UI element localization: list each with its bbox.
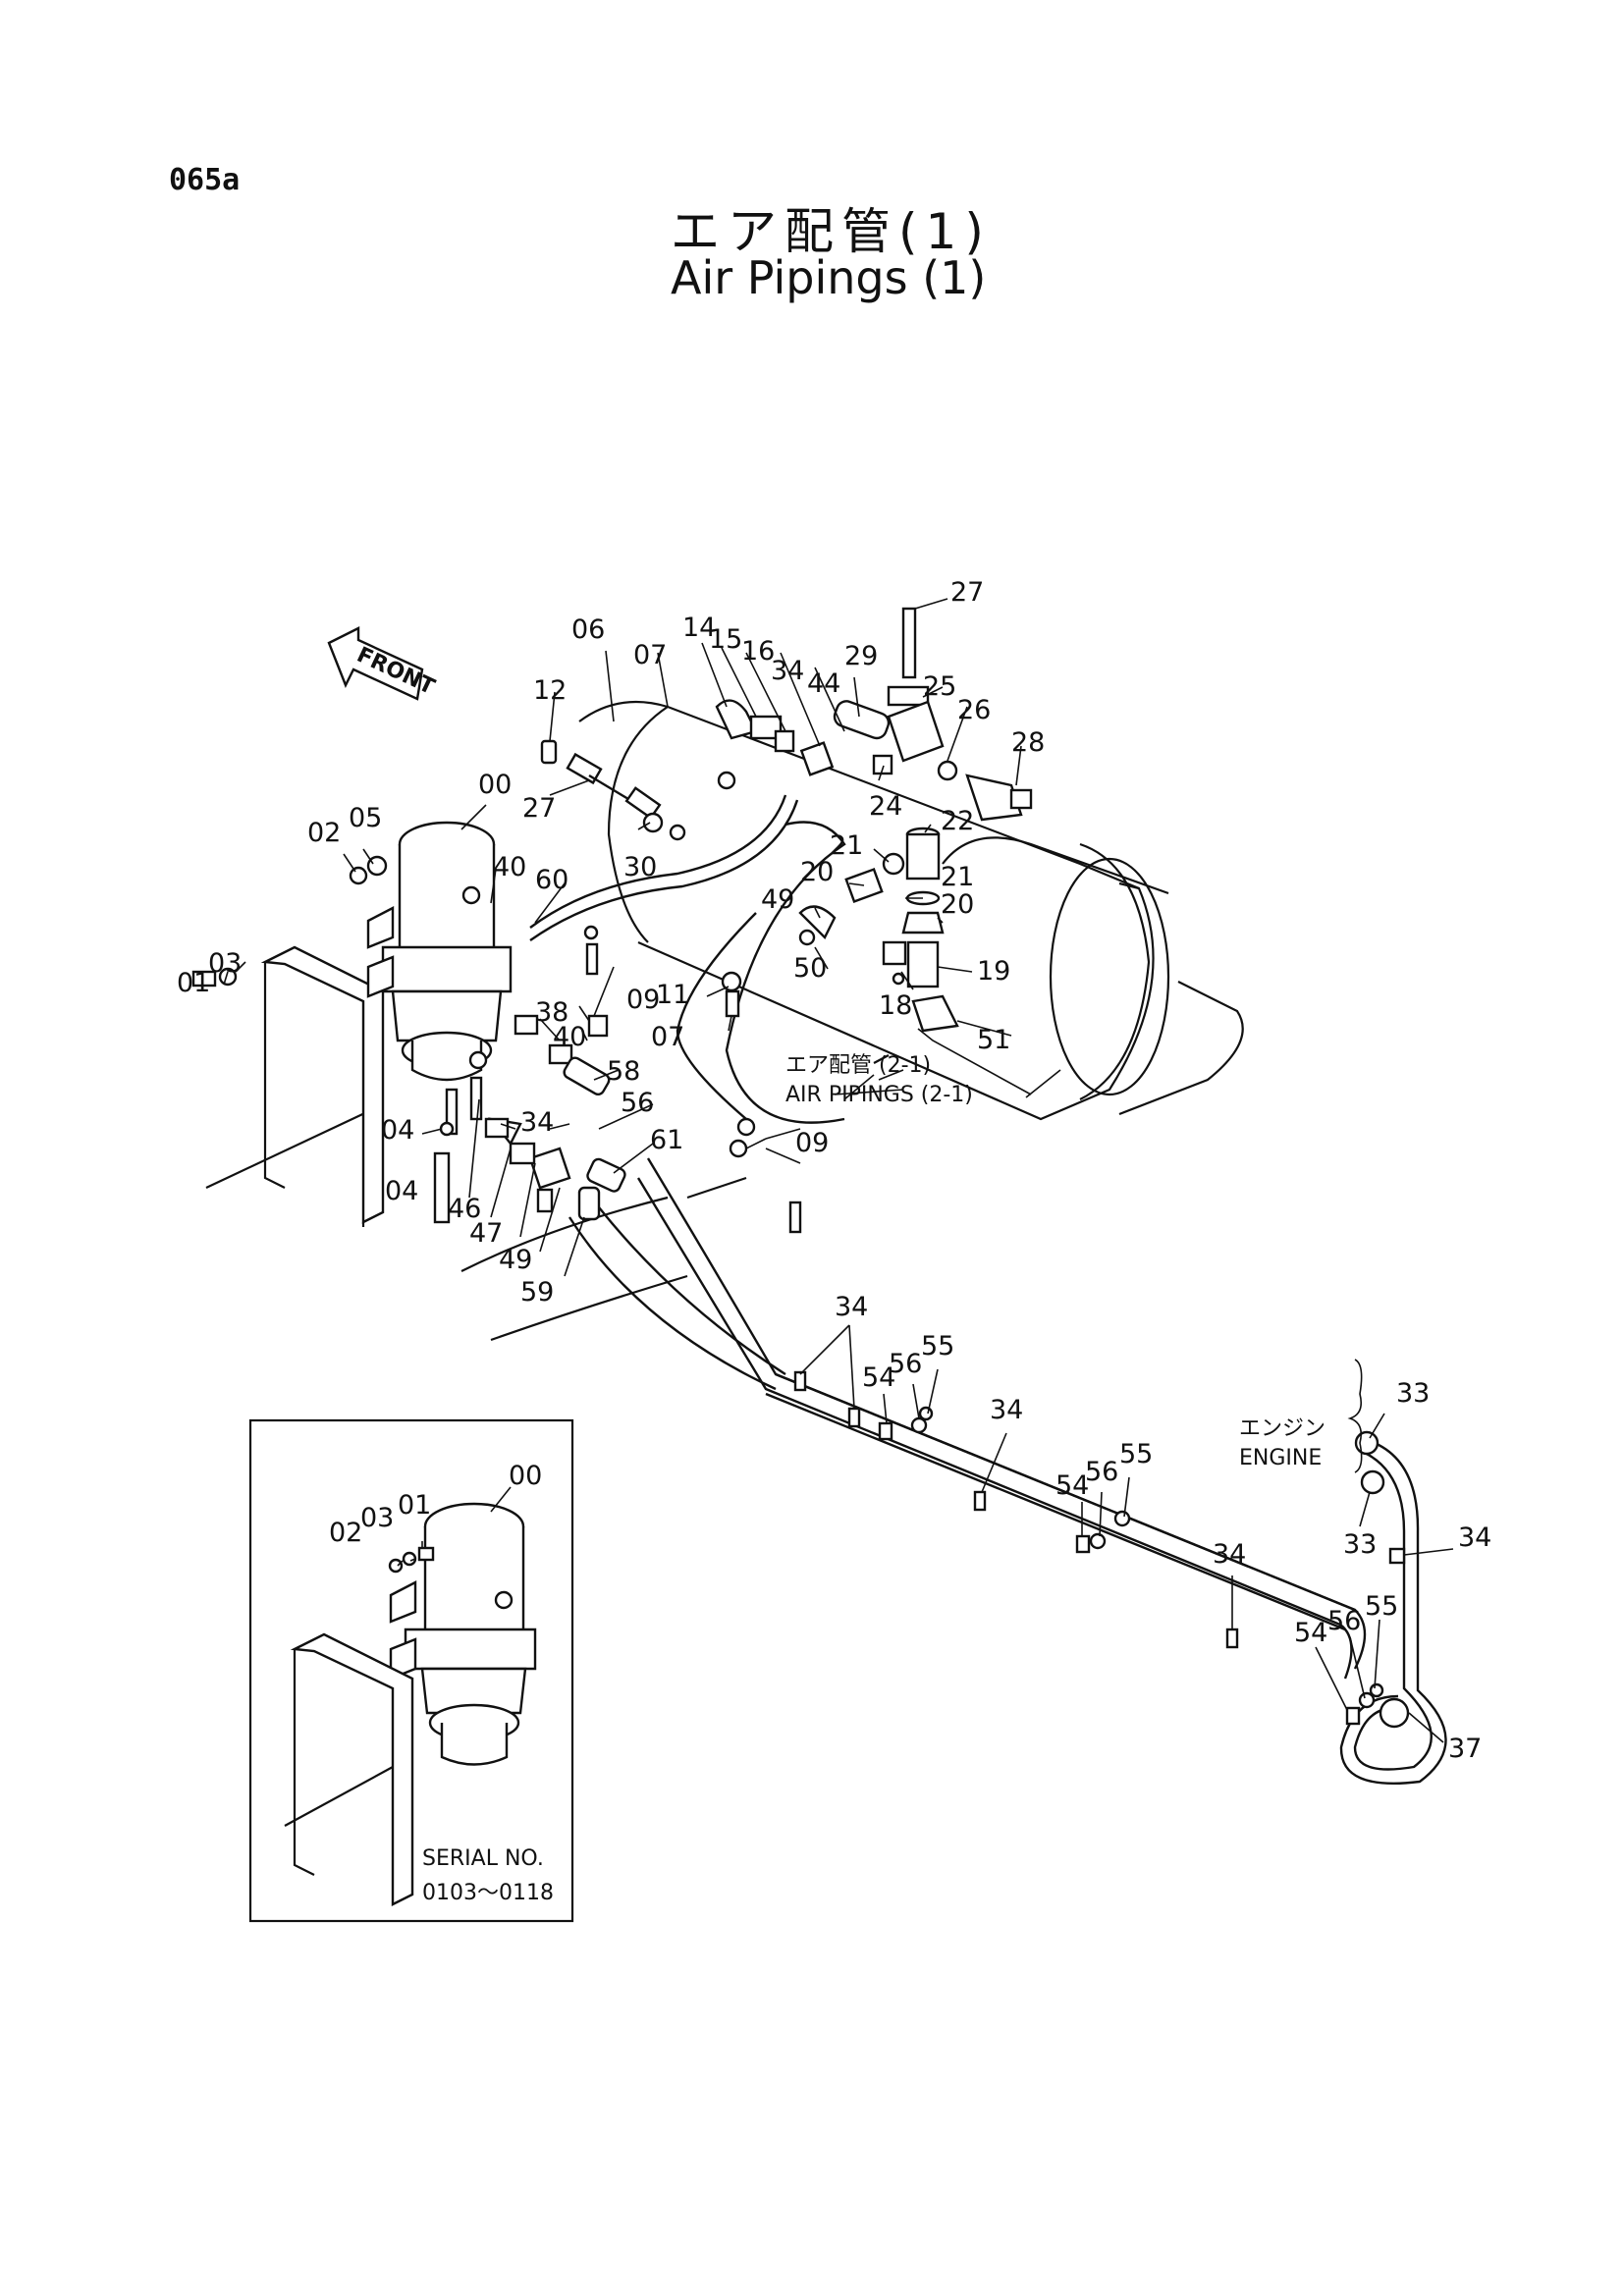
callout-54-1: 54 [862,1362,895,1393]
callout-33-bottom: 33 [1343,1529,1377,1560]
engine-label-en: ENGINE [1239,1446,1322,1470]
callout-34-lower2: 34 [990,1395,1023,1425]
callout-46: 49 [499,1245,532,1275]
callout-16: 16 [741,636,775,667]
callout-30: 30 [623,852,657,882]
callout-44: 46 [448,1194,481,1224]
leader-lines [223,598,1454,1743]
callout-28: 28 [1011,727,1045,758]
callout-09-right: 09 [795,1128,829,1158]
inset-callout-00: 00 [509,1461,542,1491]
ref-note-en: AIR PIPINGS (2-1) [785,1083,973,1107]
secondary-tank [942,836,1244,1116]
callout-11: 11 [656,980,689,1010]
callout-19: 19 [977,956,1010,987]
callout-58: 58 [607,1056,640,1087]
callout-45: 47 [469,1218,503,1249]
callout-49: 49 [761,884,794,915]
page-code: 065a [169,163,241,197]
callout-05: 04 [381,1115,414,1146]
callout-15: 15 [709,624,742,655]
ref-note-jp: エア配管 (2-1) [785,1053,931,1078]
air-tank [578,700,1170,1121]
air-pipes [529,794,1447,1786]
callout-06: 05 [349,803,382,833]
callout-29: 29 [844,641,878,671]
callout-08-mid: 07 [651,1022,684,1052]
callout-27-mid: 27 [522,793,556,824]
notes: エア配管 (2-1) AIR PIPINGS (2-1) エンジン ENGINE… [422,1053,1325,1905]
front-arrow: FRONT [327,626,438,701]
callout-42: 44 [807,668,840,699]
callout-12: 12 [533,675,567,706]
inset-serial-label: SERIAL NO. [422,1846,544,1871]
callout-14: 14 [682,613,716,643]
inset-callout-02: 02 [329,1518,362,1548]
inset-serial-range: 0103～0118 [422,1881,554,1905]
frame-rails [205,1108,747,1342]
air-dryer [366,821,513,1082]
callout-56-2: 56 [1085,1457,1118,1487]
callout-61: 61 [650,1125,683,1155]
callout-34-lower3: 34 [1213,1539,1246,1570]
callout-56-1: 56 [889,1349,922,1379]
callout-00: 00 [478,770,512,800]
callout-08: 07 [633,640,667,670]
callout-03: 03 [208,948,242,979]
callout-34-lower1: 34 [835,1292,868,1322]
callout-34-mid: 34 [520,1107,554,1138]
callout-21-left: 21 [830,830,863,861]
callout-labels: 06 07 12 14 15 16 34 44 29 27 25 26 28 2… [177,577,1491,1764]
callout-54-2: 54 [1055,1470,1089,1501]
engine-label-jp: エンジン [1239,1416,1325,1441]
callout-21-right: 21 [941,862,974,892]
callout-33-top: 33 [1396,1378,1430,1409]
callout-20-left: 20 [800,857,834,887]
callout-55-1: 55 [921,1331,954,1362]
inset-callout-03: 03 [360,1503,394,1533]
callout-37: 38 [535,997,568,1028]
callout-55-3: 55 [1365,1591,1398,1622]
callout-60: 60 [535,865,568,895]
callout-09-mid: 09 [626,985,660,1015]
callout-54-3: 54 [1294,1618,1327,1648]
callout-40: 40 [493,852,526,882]
callout-07: 06 [571,614,605,645]
callout-47: 56 [621,1088,654,1118]
callout-18: 18 [879,990,912,1021]
callout-36: 37 [1448,1734,1482,1764]
mounting-bracket [260,945,385,1227]
callout-22: 22 [941,806,974,836]
title-japanese: エア配管(1) [671,203,992,260]
callout-55-2: 55 [1119,1439,1153,1469]
inset-detail [248,1418,574,1923]
callout-56-3: 56 [1327,1606,1361,1636]
callout-50: 50 [793,953,827,984]
callout-25: 25 [923,671,956,702]
callout-24: 24 [869,791,902,822]
inset-callout-01: 01 [398,1490,431,1521]
callout-34-engine: 34 [1458,1522,1491,1553]
fittings [191,607,1410,1729]
callout-59: 59 [520,1277,554,1308]
callout-20-right: 20 [941,889,974,920]
callout-34-top: 34 [771,656,804,686]
callout-04: 04 [385,1176,418,1206]
callout-27-top: 27 [950,577,984,608]
callout-01: 01 [177,968,210,998]
callout-26: 26 [957,695,991,725]
callout-38: 40 [553,1022,586,1052]
callout-02: 02 [307,818,341,848]
title-english: Air Pipings (1) [671,251,987,304]
callout-51: 51 [977,1025,1010,1055]
